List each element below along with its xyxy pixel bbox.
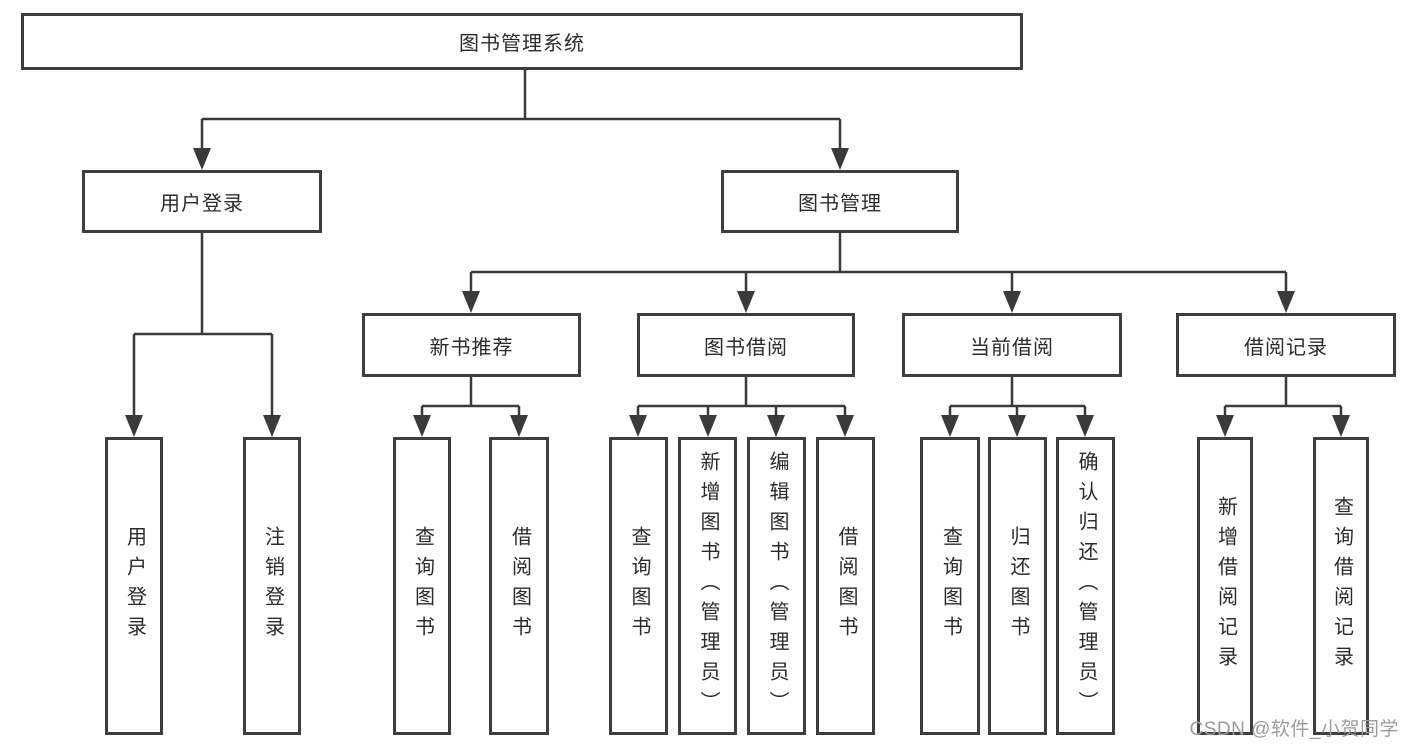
node-current-borrow: 当前借阅 <box>902 313 1122 377</box>
leaf-query-borrow-record: 查询借阅记录 <box>1313 437 1369 735</box>
leaf-add-borrow-record: 新增借阅记录 <box>1197 437 1253 735</box>
node-book-management: 图书管理 <box>721 170 959 233</box>
leaf-query-book-borrow: 查询图书 <box>609 437 668 735</box>
leaf-borrow-book: 借阅图书 <box>816 437 875 735</box>
leaf-borrow-book-recommend: 借阅图书 <box>489 437 549 735</box>
leaf-add-borrow-record-label: 新增借阅记录 <box>1214 496 1237 676</box>
leaf-add-book-admin-label: 新增图书（管理员） <box>697 451 719 721</box>
leaf-query-book-current-label: 查询图书 <box>939 526 962 646</box>
node-new-book-recommend-label: 新书推荐 <box>429 336 514 359</box>
leaf-return-book-label: 归还图书 <box>1007 526 1029 646</box>
leaf-query-book-current: 查询图书 <box>920 437 980 735</box>
node-new-book-recommend: 新书推荐 <box>362 313 581 377</box>
node-borrow-record-label: 借阅记录 <box>1244 336 1328 359</box>
leaf-borrow-book-recommend-label: 借阅图书 <box>508 526 531 646</box>
leaf-query-book-recommend-label: 查询图书 <box>411 526 434 646</box>
node-current-borrow-label: 当前借阅 <box>970 336 1054 359</box>
leaf-borrow-book-label: 借阅图书 <box>835 526 857 646</box>
leaf-add-book-admin: 新增图书（管理员） <box>678 437 737 735</box>
node-user-login: 用户登录 <box>82 170 322 233</box>
leaf-edit-book-admin: 编辑图书（管理员） <box>747 437 806 735</box>
leaf-query-borrow-record-label: 查询借阅记录 <box>1330 496 1353 676</box>
leaf-query-book-recommend: 查询图书 <box>393 437 451 735</box>
leaf-return-book: 归还图书 <box>988 437 1047 735</box>
node-user-login-label: 用户登录 <box>160 193 244 215</box>
leaf-user-login: 用户登录 <box>105 437 163 735</box>
leaf-edit-book-admin-label: 编辑图书（管理员） <box>766 451 788 721</box>
leaf-logout: 注销登录 <box>243 437 301 735</box>
node-root: 图书管理系统 <box>21 13 1023 70</box>
node-book-management-label: 图书管理 <box>798 193 882 215</box>
leaf-confirm-return-admin-label: 确认归还（管理员） <box>1075 451 1097 721</box>
leaf-logout-label: 注销登录 <box>261 526 284 646</box>
csdn-watermark: CSDN @软件_小贺同学 <box>1189 719 1399 740</box>
node-book-borrow: 图书借阅 <box>637 313 855 377</box>
node-book-borrow-label: 图书借阅 <box>704 336 788 359</box>
node-root-label: 图书管理系统 <box>459 33 585 55</box>
node-borrow-record: 借阅记录 <box>1176 313 1396 377</box>
leaf-user-login-label: 用户登录 <box>123 526 146 646</box>
leaf-confirm-return-admin: 确认归还（管理员） <box>1056 437 1115 735</box>
leaf-query-book-borrow-label: 查询图书 <box>628 526 650 646</box>
